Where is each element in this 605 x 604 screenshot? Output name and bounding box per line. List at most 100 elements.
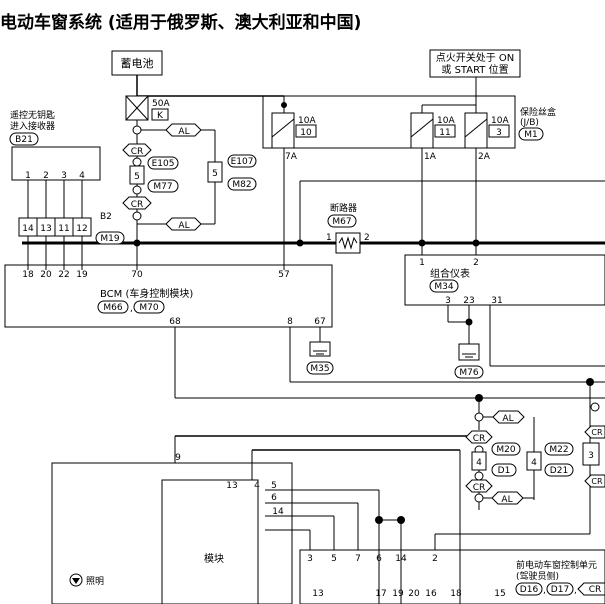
cr-label-right-top: CR [473,434,486,444]
cr-label-bottom: CR [131,200,144,210]
front-ctrl-pin-2: 2 [432,554,438,564]
e105-connector: E105 [152,159,175,169]
bcm-pin-19: 19 [76,270,88,280]
m22-connector: M22 [549,445,568,455]
fuse-box: 保险丝盒 (J/B) M1 10A 10 7A 10A 11 1A 10A 3 … [262,95,556,162]
fuse-box-name: 保险丝盒 [520,106,556,118]
wires [22,75,605,604]
bcm-connector-2: M70 [139,303,158,313]
d21-connector: D21 [550,466,568,476]
joint-connector-left: AL CR 5 E105 M77 CR AL 5 E107 M82 [122,123,257,231]
ground-m76: M76 [454,343,484,379]
m77-connector: M77 [153,182,172,192]
bcm-module: 18 20 22 19 70 57 BCM (车身控制模块) M66 , M70… [4,264,333,328]
front-ctrl-pin-19: 19 [392,589,404,599]
b2-connector-row: 14 13 11 12 B2 M19 [18,212,125,245]
fusible-link-id: K [157,111,164,121]
module-name: 模块 [204,553,224,565]
module-pin-9: 9 [175,453,181,463]
fusible-link: 50A K [125,95,170,121]
b2-pin-11: 11 [58,224,69,234]
ignition-switch-box: 点火开关处于 ON 或 START 位置 [429,49,521,78]
front-ctrl-sep-1: , [543,586,546,596]
fuse-3-id: 3 [496,128,502,138]
receiver-line-1: 遥控无钥匙 [10,109,55,121]
b2-pin-14: 14 [22,224,34,234]
front-window-control-unit: 3 5 7 6 14 2 前电动车窗控制单元 (驾驶员侧) D16 , D17 … [299,549,605,604]
front-ctrl-pin-6: 6 [376,554,382,564]
fuse-11-amp: 10A [437,116,455,126]
meter-name: 组合仪表 [430,267,470,280]
breaker-pin-2: 2 [364,233,370,243]
m19-connector: M19 [100,234,119,244]
meter-pin-3: 3 [445,296,451,306]
bcm-pin-18: 18 [22,270,34,280]
fuse-box-connector: M1 [524,130,538,140]
module-pin-4: 4 [254,481,260,491]
joint-right-num-2: 4 [531,458,537,468]
bcm-pin-8: 8 [287,317,293,327]
b2-pin-13: 13 [40,224,51,234]
ignition-line-1: 点火开关处于 ON [436,51,515,64]
m82-connector: M82 [232,180,251,190]
b2-label: B2 [100,212,112,222]
front-ctrl-pin-15: 15 [494,589,505,599]
receiver-pin-4: 4 [79,171,85,181]
junction-dots [133,102,594,524]
meter-pin-1: 1 [419,258,425,268]
front-ctrl-connector-2: D17 [551,585,569,595]
cr-label-top: CR [131,147,144,157]
m20-connector: M20 [496,445,515,455]
meter-pin-31: 31 [491,296,502,306]
bcm-pin-20: 20 [40,270,52,280]
receiver-pin-3: 3 [61,171,67,181]
fuse-3-amp: 10A [491,116,509,126]
front-ctrl-connector-1: D16 [520,585,539,595]
front-ctrl-line-2: (驾驶员侧) [516,570,559,582]
b2-pin-12: 12 [76,224,87,234]
page-title: 电动车窗系统 (适用于俄罗斯、澳大利亚和中国) [0,13,362,33]
bcm-name: BCM (车身控制模块) [100,287,193,300]
combination-meter: 1 2 组合仪表 M34 3 23 31 [404,254,605,306]
fuse-3-pin: 2A [478,152,491,162]
ground-m35: M35 [306,341,334,375]
battery: 蓄电池 [111,50,163,76]
cr-label-far-right: CR [591,428,603,437]
ground-m35-label: M35 [310,364,329,374]
fuse-10-pin: 7A [285,152,298,162]
front-ctrl-pin-3: 3 [307,554,313,564]
al-label-right-bottom: AL [501,495,512,505]
joint-connector-right: AL CR 4 M20 D1 CR AL 4 M22 D21 CR 3 CR [465,402,605,505]
front-ctrl-line-1: 前电动车窗控制单元 [516,559,597,571]
fuse-10-id: 10 [300,128,312,138]
front-ctrl-pin-14: 14 [395,554,407,564]
joint-left-num-2: 5 [212,169,218,179]
bcm-connector-sep: , [130,304,133,314]
battery-label: 蓄电池 [121,57,154,70]
front-ctrl-pin-16: 16 [425,589,437,599]
breaker-connector: M67 [332,217,351,227]
al-label-bottom: AL [178,221,189,231]
fuse-10-amp: 10A [298,116,316,126]
circuit-breaker: 断路器 M67 1 2 [326,202,370,254]
ignition-line-2: 或 START 位置 [441,63,508,76]
receiver-line-2: 进入接收器 [10,120,55,132]
lower-module-area: 9 13 4 5 6 14 模块 13 照明 [51,453,324,604]
receiver-pin-2: 2 [43,171,49,181]
lighting-icon [72,578,80,584]
fusible-link-amp: 50A [152,99,170,109]
bcm-pin-70: 70 [131,270,143,280]
front-ctrl-pin-5: 5 [331,554,337,564]
module-pin-6: 6 [271,493,277,503]
bcm-pin-22: 22 [58,270,69,280]
bcm-connector-1: M66 [103,303,122,313]
al-label-right-top: AL [502,414,513,424]
e107-connector: E107 [231,157,254,167]
front-ctrl-pin-7: 7 [355,554,361,564]
front-ctrl-pin-20: 20 [408,589,420,599]
front-ctrl-pin-17: 17 [375,589,386,599]
breaker-name: 断路器 [330,202,357,214]
meter-connector: M34 [434,282,453,292]
fuse-11-pin: 1A [424,152,437,162]
